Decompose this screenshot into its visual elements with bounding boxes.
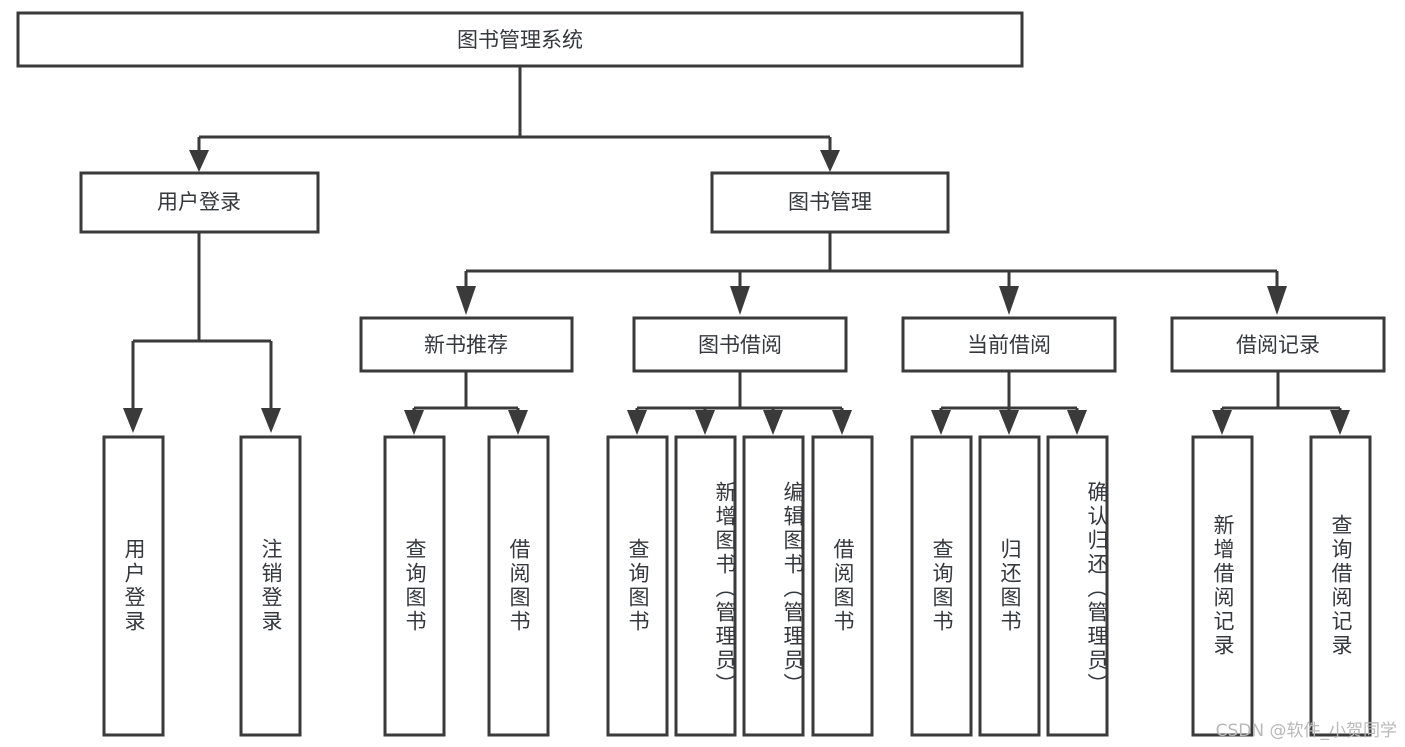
node-book-borrow-box[interactable] <box>632 316 848 373</box>
leaf-box-confirm-return-admin[interactable] <box>1046 435 1109 737</box>
node-book-borrow-label: 图书借阅 <box>698 333 782 357</box>
leaf-box-return-book[interactable] <box>978 435 1041 737</box>
leaf-box-query-borrow-record[interactable] <box>1309 435 1372 737</box>
arrow-book-borrow-leaf-1 <box>627 410 647 435</box>
arrow-new-book-leaf-2 <box>508 410 528 435</box>
arrow-book-borrow-leaf-2 <box>695 410 715 435</box>
arrow-book-mgmt-to-current <box>999 286 1019 315</box>
leaf-box-add-borrow-record[interactable] <box>1191 435 1254 737</box>
node-current-borrow-label: 当前借阅 <box>967 333 1051 357</box>
node-book-mgmt-label: 图书管理 <box>788 190 872 214</box>
leaf-box-query-book-newbook[interactable] <box>383 435 446 737</box>
node-root-label: 图书管理系统 <box>457 28 583 52</box>
leaf-box-add-book-admin[interactable] <box>674 435 737 737</box>
arrow-user-login-leaf-1 <box>123 408 143 433</box>
node-user-login-label: 用户登录 <box>157 190 241 214</box>
arrow-book-borrow-leaf-4 <box>832 410 852 435</box>
csdn-watermark: CSDN @软件_小贺同学 <box>1215 721 1397 741</box>
arrow-root-to-book-mgmt <box>820 150 840 172</box>
node-current-borrow-box[interactable] <box>901 316 1117 373</box>
leaf-box-query-book-borrow[interactable] <box>606 435 669 737</box>
arrow-current-borrow-leaf-2 <box>999 410 1019 435</box>
arrow-book-mgmt-to-records <box>1267 286 1287 315</box>
arrow-borrow-records-leaf-1 <box>1212 410 1232 435</box>
arrow-current-borrow-leaf-3 <box>1067 410 1087 435</box>
arrow-book-mgmt-to-borrow <box>730 286 750 315</box>
node-book-mgmt-box[interactable] <box>710 171 950 234</box>
leaf-box-edit-book-admin[interactable] <box>742 435 805 737</box>
node-root-box[interactable] <box>16 11 1024 68</box>
arrow-book-borrow-leaf-3 <box>763 410 783 435</box>
arrow-current-borrow-leaf-1 <box>931 410 951 435</box>
leaf-box-borrow-book[interactable] <box>811 435 874 737</box>
leaf-box-query-book-current[interactable] <box>910 435 973 737</box>
leaf-box-borrow-book-newbook[interactable] <box>487 435 550 737</box>
arrow-root-to-user-login <box>189 150 209 172</box>
arrow-new-book-leaf-1 <box>404 410 424 435</box>
node-new-book-label: 新书推荐 <box>424 333 508 357</box>
leaf-box-logout[interactable] <box>239 435 302 737</box>
node-borrow-records-box[interactable] <box>1170 316 1386 373</box>
leaf-box-user-login[interactable] <box>102 435 165 737</box>
arrow-user-login-leaf-2 <box>261 408 281 433</box>
node-new-book-box[interactable] <box>359 316 574 373</box>
node-borrow-records-label: 借阅记录 <box>1236 333 1320 357</box>
arrow-borrow-records-leaf-2 <box>1330 410 1350 435</box>
arrow-book-mgmt-to-new-book <box>456 286 476 315</box>
